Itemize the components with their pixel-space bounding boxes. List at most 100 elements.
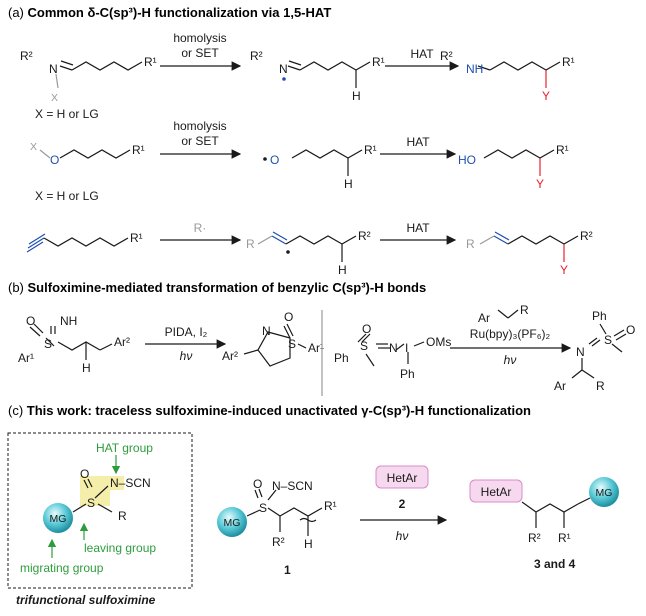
section-b-heading: (b) Sulfoximine-mediated transformation … — [8, 280, 426, 295]
section-c: (c) This work: traceless sulfoximine-ind… — [7, 403, 619, 607]
n-label-int: N — [279, 62, 288, 76]
b-prod-ar: Ar — [554, 379, 566, 393]
y-label-2: Y — [536, 177, 544, 191]
b-h-label: H — [82, 361, 91, 375]
x-note-2: X = H or LG — [35, 189, 99, 203]
nh-label: NH — [466, 62, 483, 76]
c-nscn: N–SCN — [110, 476, 151, 490]
c-sub-s: S — [259, 501, 267, 515]
h-label-int2: H — [344, 177, 353, 191]
radical-dot — [282, 77, 286, 81]
c-prod-hetar-box — [469, 479, 523, 503]
c-cond: hν — [396, 529, 409, 543]
b-right-bonds — [357, 333, 425, 367]
b-prod-o-r: O — [626, 323, 635, 337]
radical-dot-3 — [286, 250, 290, 254]
c-hat-group: HAT group — [96, 441, 153, 455]
c-prod-hetar: HetAr — [481, 485, 512, 499]
c-sub-mg: MG — [224, 517, 241, 529]
b-sub-ar: Ar — [478, 311, 490, 325]
section-c-heading: (c) This work: traceless sulfoximine-ind… — [8, 403, 531, 418]
r-label-int3: R — [246, 237, 255, 251]
section-a-heading: (a) Common δ-C(sp³)-H functionalization … — [8, 5, 331, 20]
c-prod-r2: R² — [528, 531, 541, 545]
b-reagent: PIDA, I₂ — [165, 325, 208, 339]
b-eq-o: O — [362, 322, 371, 336]
c-sub-h: H — [304, 537, 313, 551]
b-prod-s: S — [288, 337, 296, 351]
r1-label-prod2: R¹ — [556, 143, 569, 157]
x-note-1: X = H or LG — [35, 107, 99, 121]
c-mg-ball — [43, 503, 73, 533]
c-dashed-box — [7, 432, 193, 589]
o-label-int: O — [270, 153, 279, 167]
y-label-1: Y — [542, 89, 550, 103]
b-prod-n-r: N — [576, 345, 585, 359]
b-o-label: O — [26, 314, 35, 328]
c-sub-bonds — [246, 488, 323, 536]
c-hetar: HetAr — [387, 471, 418, 485]
c-sub-nscn: N–SCN — [272, 479, 313, 493]
r-label-prod3: R — [466, 237, 475, 251]
c-sub-r2: R² — [272, 535, 285, 549]
b-cond-left: hν — [180, 349, 193, 363]
h-label-int: H — [352, 89, 361, 103]
r2-label-int: R² — [250, 49, 263, 63]
r1-label-int2: R¹ — [364, 143, 377, 157]
b-sub-bonds — [497, 309, 519, 319]
r2-label: R² — [20, 49, 33, 63]
b-r-n: N — [389, 341, 398, 355]
radical-dot-2 — [263, 157, 267, 161]
n-label: N — [49, 62, 58, 76]
c-prod-num: 3 and 4 — [534, 557, 576, 571]
hat-label-3: HAT — [406, 221, 430, 235]
y-label-3: Y — [560, 263, 568, 277]
b-nh-label: NH — [60, 314, 77, 328]
b-prod-bonds — [571, 323, 627, 379]
c-reagent-num: 2 — [399, 497, 406, 511]
c-prod-bonds — [521, 497, 591, 528]
c-prod-r1: R¹ — [558, 531, 571, 545]
r1-label: R¹ — [144, 55, 157, 69]
b-prod-o: O — [284, 310, 293, 324]
c-box-r: R — [118, 509, 127, 523]
c-caption: trifunctional sulfoximine — [16, 593, 156, 607]
r2-label-prod: R² — [440, 49, 453, 63]
c-hetar-box — [375, 465, 429, 489]
r2-label-prod3: R² — [580, 229, 593, 243]
a-row2 — [39, 149, 555, 176]
a-row3 — [26, 231, 579, 262]
x-label-2: X — [30, 141, 37, 153]
c-leaving: leaving group — [84, 541, 156, 555]
a-row1 — [55, 60, 561, 89]
r1-label-3: R¹ — [130, 231, 143, 245]
b-r-ph-s: Ph — [334, 351, 349, 365]
c-sub-o: O — [253, 477, 262, 491]
b-prod-ar2: Ar² — [222, 349, 238, 363]
c-sub-mg-ball — [217, 507, 247, 537]
arrow1-top-1: homolysis — [173, 31, 226, 45]
c-sub-r1: R¹ — [324, 499, 337, 513]
b-catalyst: Ru(bpy)₃(PF₆)₂ — [470, 327, 551, 341]
b-left-product-ring — [243, 323, 307, 367]
ho-label: HO — [458, 153, 476, 167]
section-b: (b) Sulfoximine-mediated transformation … — [8, 280, 635, 396]
arrow1-bottom-2: or SET — [181, 134, 219, 148]
radical-reagent: R· — [194, 221, 207, 235]
b-prod-n: N — [262, 324, 271, 338]
b-prod-ph: Ph — [592, 309, 607, 323]
b-s-label: S — [44, 337, 52, 351]
o-label: O — [50, 153, 59, 167]
r2-label-int3: R² — [358, 229, 371, 243]
b-prod-s-r: S — [604, 333, 612, 347]
c-migrating: migrating group — [20, 561, 104, 575]
hat-label-1: HAT — [410, 47, 434, 61]
c-box-s: S — [87, 496, 95, 510]
hat-label-2: HAT — [406, 135, 430, 149]
c-sub-num: 1 — [284, 563, 291, 577]
c-box-bonds — [72, 478, 113, 513]
b-ar1-label: Ar¹ — [18, 351, 34, 365]
c-prod-mg-ball — [589, 477, 619, 507]
